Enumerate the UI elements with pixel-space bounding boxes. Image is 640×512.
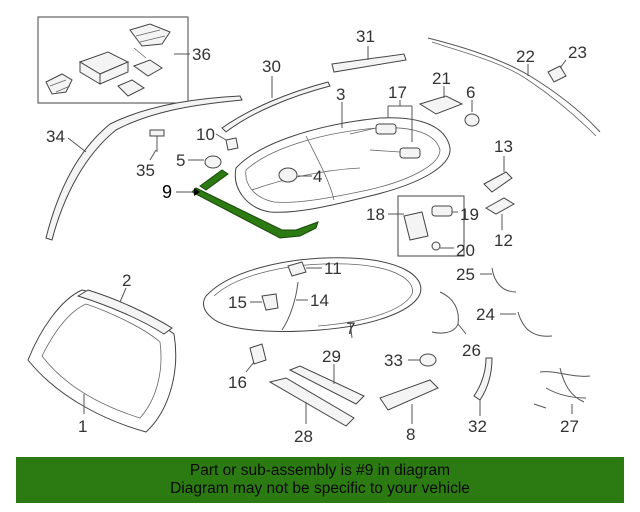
part-11-clip (287, 261, 307, 277)
parts-diagram: 1 2 3 4 5 6 7 8 9 10 11 12 13 14 15 16 1… (27, 16, 601, 446)
callout-24: 24 (476, 305, 495, 324)
part-6-button (464, 113, 480, 127)
callout-14: 14 (310, 291, 329, 310)
callout-34: 34 (46, 127, 65, 146)
part-15-clip (261, 293, 279, 311)
callout-9: 9 (162, 182, 172, 202)
callout-30: 30 (262, 57, 281, 76)
part-21-module (418, 95, 464, 115)
callout-29: 29 (322, 347, 341, 366)
part-32-strip (473, 357, 493, 401)
callout-16: 16 (228, 373, 247, 392)
callout-33: 33 (384, 351, 403, 370)
banner-line-2: Diagram may not be specific to your vehi… (170, 480, 470, 497)
callout-10: 10 (196, 125, 215, 144)
callout-2: 2 (122, 271, 131, 290)
part-34-pillar-trim (45, 95, 243, 241)
callout-12: 12 (494, 231, 513, 250)
part-19-mechanism (403, 205, 453, 241)
callout-11: 11 (324, 259, 342, 278)
callout-25: 25 (456, 265, 475, 284)
part-25-hose (491, 267, 517, 293)
part-13-bracket (483, 171, 513, 193)
callout-21: 21 (432, 69, 451, 88)
part-3-roof-panel (234, 117, 451, 213)
part-27-harness (533, 367, 591, 409)
part-36-kit (45, 23, 171, 97)
part-33-bumper (419, 353, 437, 367)
callout-35: 35 (136, 161, 155, 180)
part-30-strip (221, 81, 331, 133)
callout-8: 8 (406, 425, 415, 444)
callout-13: 13 (494, 137, 513, 156)
callout-26: 26 (462, 341, 481, 360)
callout-20: 20 (456, 241, 475, 260)
part-26-harness (431, 291, 459, 334)
callout-15: 15 (228, 293, 247, 312)
callout-22: 22 (516, 47, 535, 66)
part-31-strip (331, 53, 407, 73)
callout-7: 7 (346, 319, 355, 338)
part-22-cable (427, 37, 601, 133)
callout-32: 32 (468, 417, 487, 436)
callout-18: 18 (366, 205, 385, 224)
part-1-windshield-frame (27, 289, 177, 433)
part-17-motors (349, 123, 421, 159)
banner-line-1: Part or sub-assembly is #9 in diagram (189, 462, 451, 479)
part-10-clip (225, 137, 239, 151)
callout-1: 1 (78, 417, 87, 436)
part-28-rail (268, 377, 355, 427)
callout-36: 36 (192, 45, 211, 64)
part-2-seal (76, 289, 173, 335)
callout-31: 31 (356, 27, 375, 46)
callout-4: 4 (313, 167, 322, 186)
part-24-hose (517, 311, 553, 337)
part-12-bracket (485, 197, 515, 215)
part-23-connector (547, 65, 567, 83)
part-4-grommet (278, 167, 298, 183)
part-14-strap (281, 281, 299, 331)
part-16-clip (249, 343, 267, 365)
part-5-bumper (204, 155, 222, 169)
part-9-highlighted (191, 169, 319, 239)
info-banner: Part or sub-assembly is #9 in diagram Di… (16, 457, 624, 503)
part-20-fastener (431, 241, 441, 251)
part-7-headliner (203, 257, 422, 332)
callout-28: 28 (294, 427, 313, 446)
callout-6: 6 (466, 83, 475, 102)
callout-3: 3 (336, 85, 345, 104)
part-8-track (379, 379, 439, 411)
part-35-screw (149, 129, 165, 152)
callout-23: 23 (568, 43, 587, 62)
callout-17: 17 (388, 83, 407, 102)
callout-27: 27 (560, 417, 579, 436)
part-29-rail (288, 365, 365, 405)
callout-5: 5 (176, 151, 185, 170)
callout-19: 19 (460, 205, 479, 224)
